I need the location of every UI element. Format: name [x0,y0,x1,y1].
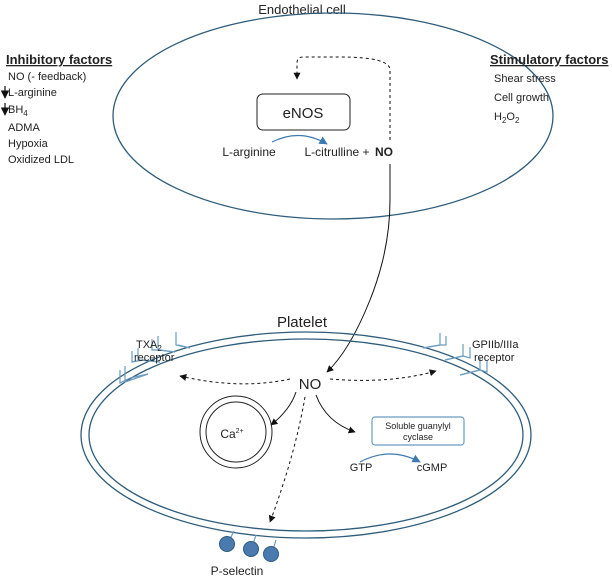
sgc-box [371,416,465,446]
txa2-receptor-label-line2: receptor [134,352,175,364]
inhibitory-heading: Inhibitory factors [6,52,112,67]
no-to-pselectin-dashed-arrow [268,396,306,523]
platelet-inner-membrane [88,338,524,532]
calcium-store-outer [199,395,273,469]
no-feedback-dashed-path [293,56,391,140]
sgc-label-line2: cyclase [403,432,433,442]
gpiib-iiia-receptor-icon [422,333,488,376]
endo-l-citrulline-label: L-citrulline + [304,145,369,159]
cgmp-label: cGMP [417,462,448,474]
stimulatory-heading: Stimulatory factors [490,52,608,67]
txa2-receptor-icon [119,332,191,384]
stimulatory-item: Cell growth [494,92,549,104]
no-to-calcium-arrow [270,391,297,426]
no-to-sgc-arrow [315,394,356,434]
no-to-gpiib-dashed-arrow [329,369,437,381]
gtp-label: GTP [350,462,373,474]
gpiib-iiia-receptor-label: GPIIb/IIIa [472,339,519,351]
gtp-to-cgmp-arrow [359,453,421,463]
calcium-store-inner [205,401,267,463]
inhibitory-item: BH4 [8,104,28,118]
inhibitory-item: Oxidized LDL [8,154,74,166]
inhibitory-item: ADMA [8,122,40,134]
endothelial-cell-title: Endothelial cell [258,2,346,17]
inhibitory-item: NO (- feedback) [8,71,86,83]
inhibitory-item: Hypoxia [8,138,49,150]
gpiib-iiia-receptor-label-line2: receptor [474,352,515,364]
txa2-receptor-label: TXA2 [136,339,162,353]
sgc-label-line1: Soluble guanylyl [385,421,451,431]
platelet-title: Platelet [277,314,328,331]
arginine-to-citrulline-arrow [271,134,328,145]
platelet-outer-membrane [80,331,532,539]
stimulatory-item: Shear stress [494,73,556,85]
endothelial-cell-membrane [112,12,554,220]
inhibitory-item: L-arginine [8,87,57,99]
calcium-label: Ca2+ [220,427,243,441]
p-selectin-icon [219,530,279,562]
no-to-txa2-dashed-arrow [179,374,291,385]
stimulatory-item: H2O2 [494,111,520,125]
enos-box [256,93,351,131]
no-diffusion-arrow [326,164,391,373]
endo-l-arginine-label: L-arginine [222,145,276,159]
enos-label: eNOS [283,105,324,122]
platelet-no-label: NO [299,376,322,393]
p-selectin-label: P-selectin [211,564,264,578]
endo-no-label: NO [375,145,393,159]
